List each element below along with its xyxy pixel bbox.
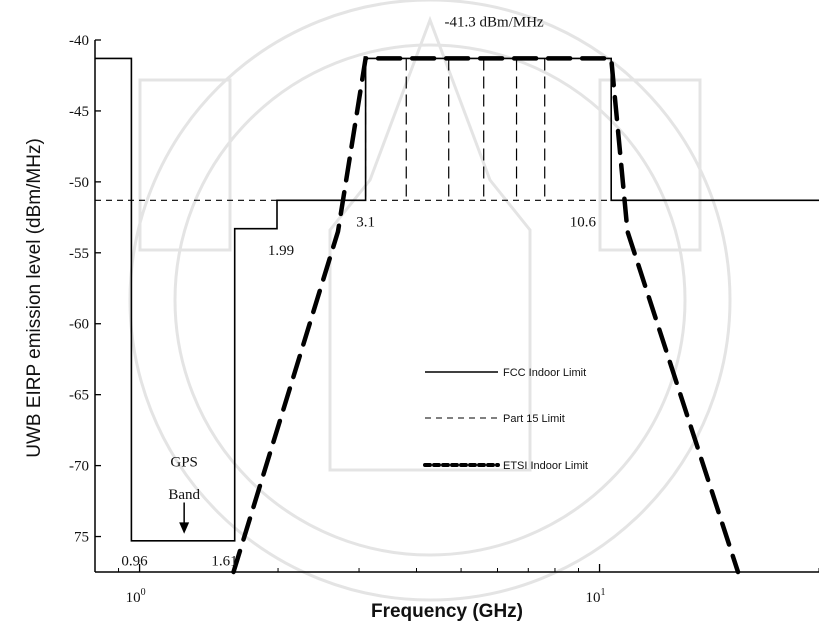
annotation-label: GPS: [170, 454, 198, 470]
y-tick-label: -50: [69, 175, 89, 191]
annotation-label: 1.99: [268, 243, 294, 259]
x-tick-label: 100: [126, 587, 146, 606]
annotation-label: 3.1: [356, 215, 375, 231]
watermark-seal: [128, 0, 732, 602]
annotation-label: Band: [168, 487, 200, 503]
gps-arrow-head: [179, 522, 190, 534]
y-tick-label: -60: [69, 317, 89, 333]
y-tick-label: -40: [69, 33, 89, 49]
annotation-label: 1.61: [211, 554, 237, 570]
annotation-label: -41.3 dBm/MHz: [445, 15, 545, 31]
annotation-label: 10.6: [570, 215, 597, 231]
x-tick-label: 101: [586, 587, 606, 606]
y-tick-label: -65: [69, 388, 89, 404]
annotation-label: 0.96: [121, 554, 148, 570]
legend-label: Part 15 Limit: [503, 413, 565, 425]
y-axis-title: UWB EIRP emission level (dBm/MHz): [24, 138, 45, 458]
x-axis-title: Frequency (GHz): [371, 601, 523, 622]
annotations: -41.3 dBm/MHz 3.1 1.99 10.6 0.96 1.61 GPS Band: [121, 15, 596, 570]
inner-dashed-verticals: [364, 58, 546, 201]
y-tick-label: 75: [74, 530, 89, 546]
y-tick-label: -45: [69, 104, 89, 120]
y-tick-label: -70: [69, 459, 89, 475]
series-fcc-indoor-limit: [95, 57, 819, 542]
series-etsi-indoor-limit: [231, 56, 741, 575]
x-ticks: 100 101: [94, 564, 819, 606]
legend-label: ETSI Indoor Limit: [503, 460, 588, 472]
legend-label: FCC Indoor Limit: [503, 367, 586, 379]
axes: [94, 40, 819, 573]
series-group: [95, 56, 819, 575]
y-ticks: -40 -45 -50 -55 -60 -65 -70 75: [69, 33, 101, 546]
y-tick-label: -55: [69, 246, 89, 262]
